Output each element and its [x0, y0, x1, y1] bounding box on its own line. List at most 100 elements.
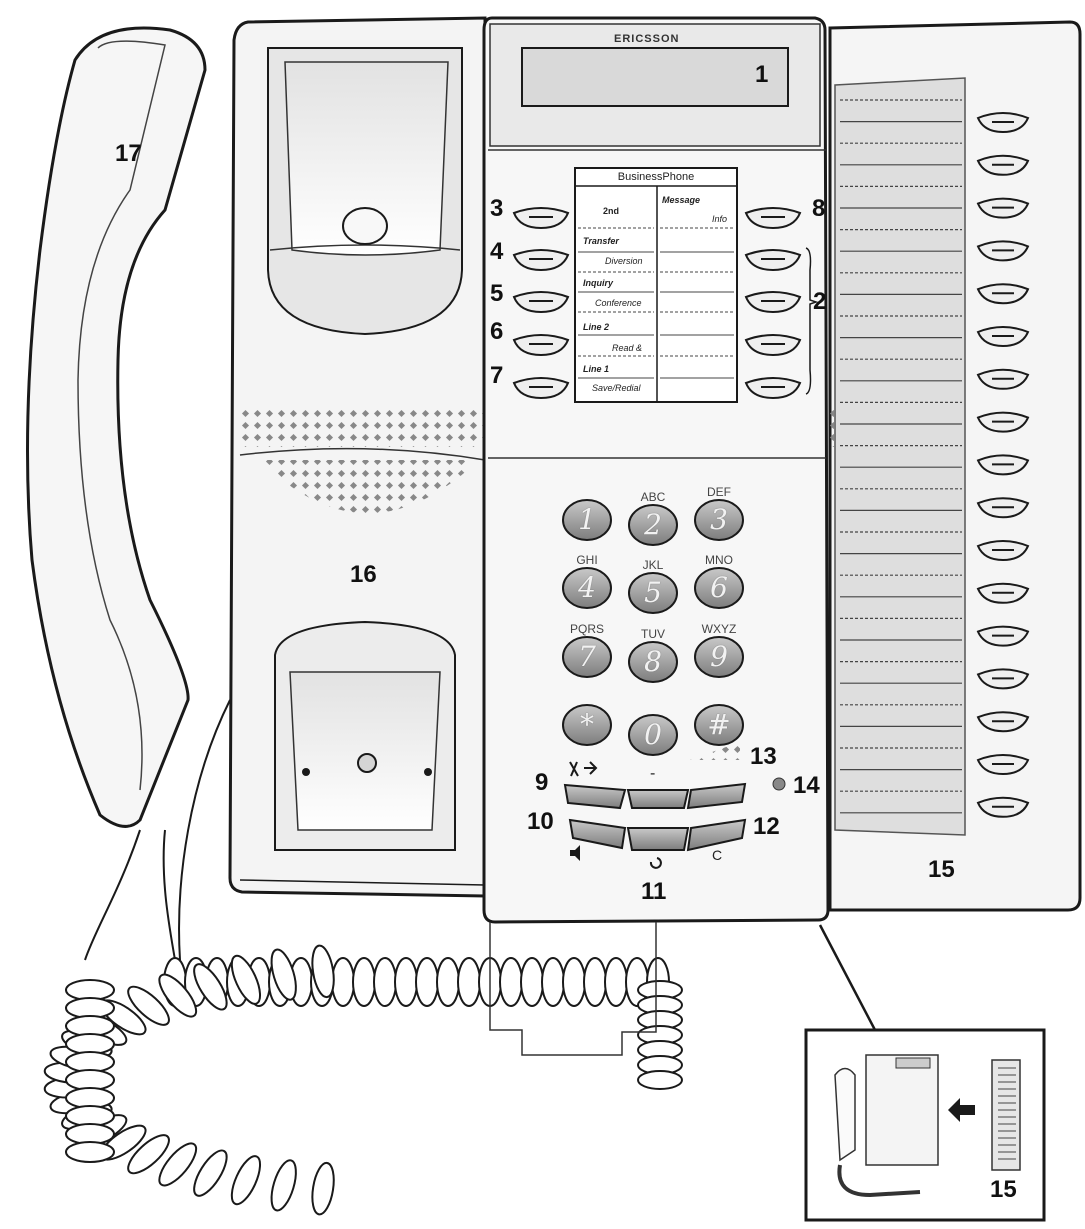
cord-coil [127, 985, 170, 1026]
cord-coil [193, 1149, 228, 1197]
cord-coil [331, 957, 355, 1007]
label-info: Info [712, 214, 728, 224]
keypad-letters: MNO [705, 553, 733, 567]
keypad-digit: 0 [644, 718, 662, 751]
callout-12: 12 [753, 813, 780, 840]
keypad-key-7[interactable] [562, 636, 612, 678]
keypad-letters: ABC [640, 490, 666, 504]
transfer-icon [584, 761, 598, 775]
cord-coil [270, 1159, 297, 1212]
label-line-1: Line 1 [583, 364, 610, 374]
callout-15: 15 [928, 856, 955, 883]
keypad-letters: TUV [641, 627, 665, 641]
cord-coil [270, 948, 297, 1001]
keypad-letters: WXYZ [701, 622, 737, 636]
keypad-letters: DEF [707, 485, 731, 499]
label-card-header: BusinessPhone [617, 171, 695, 183]
keypad-key-3[interactable] [694, 499, 744, 541]
keypad-digit: 4 [578, 571, 596, 604]
speaker-icon [570, 845, 580, 861]
keypad-key-11[interactable] [628, 714, 678, 756]
label-line-2: Line 2 [583, 322, 610, 332]
label-diversion: Diversion [605, 256, 643, 266]
keypad-digit: * [580, 708, 594, 741]
keypad-letters: GHI [576, 553, 598, 567]
callout-4: 4 [490, 238, 504, 265]
callout-13: 13 [750, 743, 777, 770]
keypad-digit: 9 [710, 640, 728, 673]
cord-coil [311, 944, 335, 999]
keypad-digit: # [707, 708, 731, 741]
callout-17: 17 [115, 140, 142, 167]
keypad-key-9[interactable] [694, 636, 744, 678]
cord-coil [415, 957, 439, 1007]
label-inquiry: Inquiry [583, 278, 614, 288]
cord-coil [457, 957, 481, 1007]
inset-diagram [804, 924, 1046, 1222]
cord-coil [499, 957, 523, 1007]
cord-coil [604, 957, 628, 1007]
keypad-key-4[interactable] [562, 567, 612, 609]
cord-coil [193, 963, 228, 1011]
phone-console [482, 16, 830, 1056]
keypad-key-2[interactable] [628, 504, 678, 546]
label-read: Read & [612, 343, 643, 353]
keypad-digit: 7 [578, 640, 596, 673]
keypad-key-1[interactable] [562, 499, 612, 541]
cord-coil [158, 973, 198, 1018]
label-message: Message [662, 195, 701, 205]
cord-coil [583, 957, 607, 1007]
cord-coil [230, 954, 262, 1005]
mute-icon [569, 761, 579, 777]
keypad-digit: 6 [710, 571, 728, 604]
clear-symbol: C [712, 847, 723, 863]
keypad-digit: 8 [644, 645, 662, 678]
label-transfer: Transfer [583, 236, 619, 246]
callout-1: 1 [755, 61, 769, 88]
key-extension-module [828, 20, 1082, 912]
cord-coil [520, 957, 544, 1007]
keypad-digit: 5 [644, 576, 662, 609]
keypad-digit: 3 [710, 503, 728, 536]
cord-coil [230, 1155, 262, 1206]
callout-11: 11 [641, 878, 667, 905]
callout-16: 16 [350, 561, 377, 588]
callout-6: 6 [490, 318, 504, 345]
callout-14: 14 [793, 772, 820, 799]
cord-coil [158, 1142, 198, 1187]
cord-coil [65, 1141, 115, 1163]
keypad-key-6[interactable] [694, 567, 744, 609]
keypad-key-12[interactable] [694, 704, 744, 746]
keypad-key-5[interactable] [628, 572, 678, 614]
keypad-key-10[interactable] [562, 704, 612, 746]
callout-10: 10 [527, 808, 554, 835]
callout-15-inset: 15 [990, 1176, 1017, 1203]
cord-coil [127, 1134, 170, 1175]
keypad-digit: 1 [578, 503, 596, 536]
handset-cord [43, 699, 683, 1216]
cord-coil [436, 957, 460, 1007]
callout-5: 5 [490, 280, 504, 307]
cord-coil [637, 1070, 683, 1090]
volume-minus-symbol: - [650, 765, 656, 782]
cord-coil [562, 957, 586, 1007]
callout-3: 3 [490, 195, 504, 222]
cord-coil [394, 957, 418, 1007]
redial-icon [649, 857, 662, 869]
keypad-key-8[interactable] [628, 641, 678, 683]
label-conference: Conference [595, 298, 642, 308]
keypad-letters: JKL [642, 558, 664, 572]
keypad-letters: PQRS [569, 622, 604, 636]
cord-coil [311, 1161, 335, 1216]
cord-coil [373, 957, 397, 1007]
callout-9: 9 [535, 769, 549, 796]
label-save-redial: Save/Redial [592, 383, 641, 393]
handset [26, 26, 207, 828]
callout-8: 8 [812, 195, 826, 222]
cord-coil [541, 957, 565, 1007]
keypad-digit: 2 [644, 508, 662, 541]
brand-logo: ERICSSON [614, 33, 680, 45]
phone-body-left [228, 16, 834, 898]
